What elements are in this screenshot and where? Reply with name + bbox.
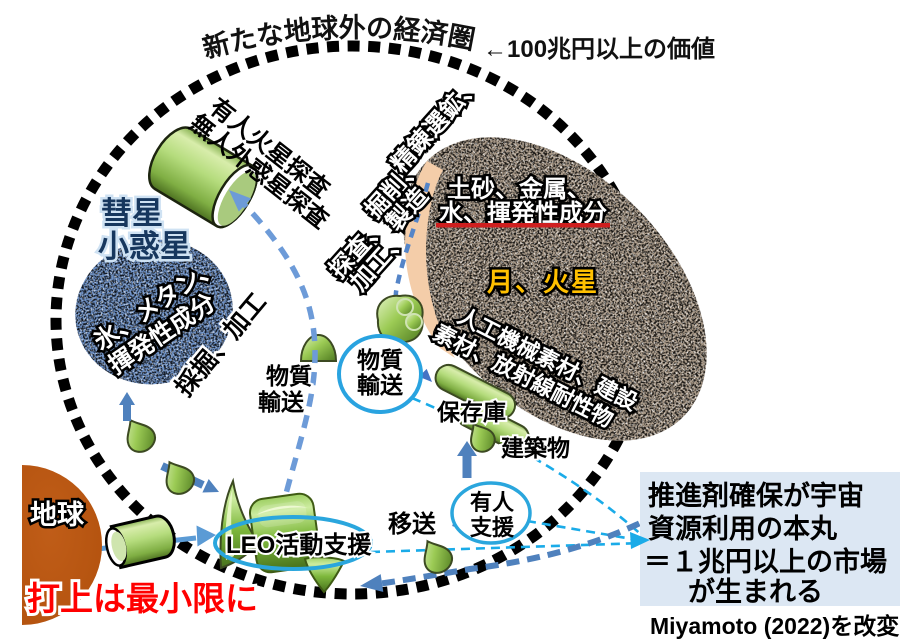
svg-text:輸送: 輸送 xyxy=(258,389,304,415)
svg-text:土砂、金属、: 土砂、金属、 xyxy=(447,175,591,203)
svg-text:＝１兆円以上の市場: ＝１兆円以上の市場 xyxy=(644,546,887,577)
svg-text:移送: 移送 xyxy=(388,510,437,538)
svg-text:有人: 有人 xyxy=(470,490,514,515)
svg-text:推進剤確保が宇宙: 推進剤確保が宇宙 xyxy=(648,480,864,511)
svg-text:打上は最小限に: 打上は最小限に xyxy=(27,580,258,617)
svg-text:物質: 物質 xyxy=(266,363,312,389)
svg-text:LEO活動支援: LEO活動支援 xyxy=(226,532,372,559)
svg-text:月、火星: 月、火星 xyxy=(486,267,599,297)
svg-text:建築物: 建築物 xyxy=(501,435,570,461)
svg-text:支援: 支援 xyxy=(470,515,515,540)
svg-text:が生まれる: が生まれる xyxy=(688,576,823,607)
svg-text:小惑星: 小惑星 xyxy=(98,229,191,264)
svg-text:資源利用の本丸: 資源利用の本丸 xyxy=(648,514,837,544)
svg-text:輸送: 輸送 xyxy=(357,372,403,398)
svg-text:Miyamoto (2022)を改変: Miyamoto (2022)を改変 xyxy=(650,613,899,639)
svg-text:彗星: 彗星 xyxy=(101,196,163,231)
svg-text:物質: 物質 xyxy=(357,347,403,373)
svg-text:地球: 地球 xyxy=(30,500,85,530)
svg-text:保存庫: 保存庫 xyxy=(436,399,506,425)
svg-text:←100兆円以上の価値: ←100兆円以上の価値 xyxy=(483,36,715,63)
svg-text:水、揮発性成分: 水、揮発性成分 xyxy=(439,199,607,227)
